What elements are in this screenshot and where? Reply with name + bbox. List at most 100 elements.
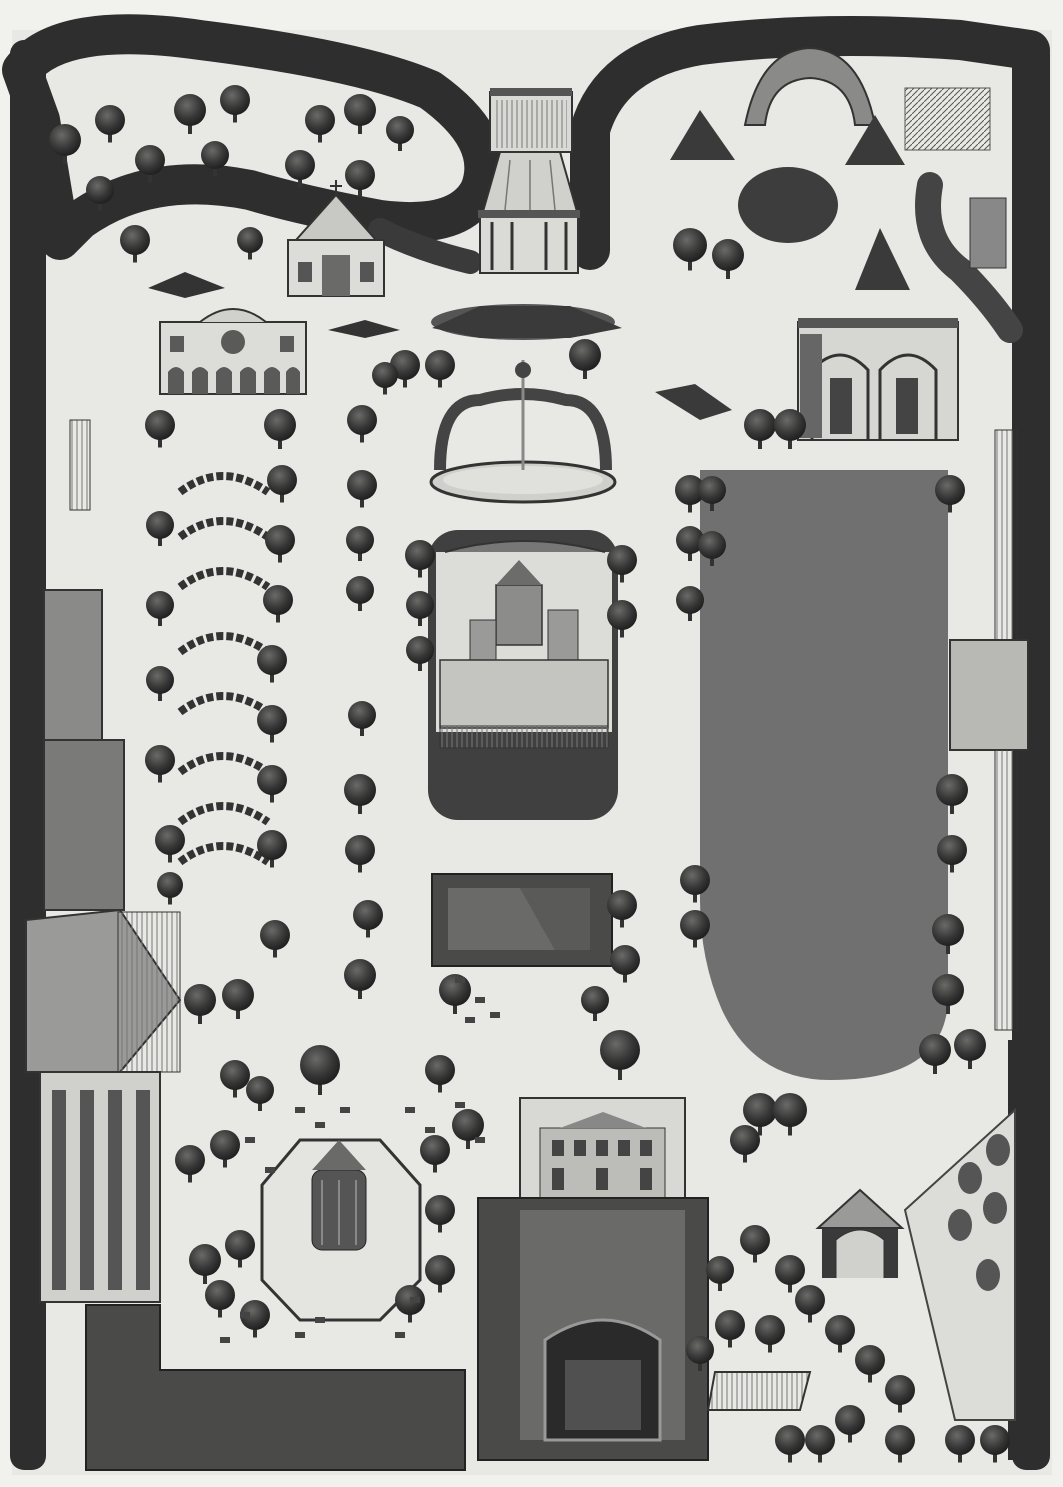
tree bbox=[775, 1425, 805, 1463]
tree bbox=[715, 1310, 745, 1348]
arcaded-pavilion bbox=[159, 308, 307, 395]
cafe-table bbox=[340, 1107, 350, 1113]
cafe-table bbox=[245, 1137, 255, 1143]
tree bbox=[157, 872, 183, 905]
tree bbox=[265, 525, 295, 563]
tree bbox=[855, 1345, 885, 1383]
tree bbox=[932, 974, 964, 1014]
tree bbox=[406, 591, 434, 626]
tree bbox=[146, 591, 174, 626]
great-lawn bbox=[700, 470, 948, 1080]
tree bbox=[257, 830, 287, 868]
central-theatre bbox=[428, 530, 618, 820]
tree bbox=[220, 85, 250, 123]
tree bbox=[348, 701, 376, 736]
tree bbox=[257, 705, 287, 743]
cafe-table bbox=[490, 1012, 500, 1018]
tree bbox=[698, 531, 726, 566]
tree bbox=[680, 865, 710, 903]
tree bbox=[146, 666, 174, 701]
belvedere-pavilion bbox=[478, 88, 580, 274]
tree bbox=[205, 1280, 235, 1318]
tree bbox=[755, 1315, 785, 1353]
tree bbox=[95, 105, 125, 143]
small-chapel bbox=[287, 180, 385, 297]
tree bbox=[607, 545, 637, 583]
west-arcade-building bbox=[25, 419, 466, 1471]
gothic-gazebo bbox=[815, 1188, 905, 1278]
tree bbox=[607, 890, 637, 928]
tree bbox=[146, 511, 174, 546]
tree bbox=[795, 1285, 825, 1323]
cafe-table bbox=[315, 1122, 325, 1128]
tree bbox=[698, 476, 726, 511]
tree bbox=[937, 835, 967, 873]
tree bbox=[730, 1125, 760, 1163]
tree bbox=[425, 1255, 455, 1293]
trellis-arch bbox=[177, 752, 271, 776]
rotunda-building bbox=[797, 318, 959, 441]
flower-beds bbox=[148, 87, 1007, 420]
tree bbox=[372, 362, 398, 395]
tree bbox=[345, 160, 375, 198]
tree bbox=[673, 228, 707, 271]
tree bbox=[980, 1425, 1010, 1463]
long-shed bbox=[706, 1371, 812, 1411]
cafe-table bbox=[465, 1017, 475, 1023]
octagonal-kiosk bbox=[260, 1138, 422, 1322]
trellis-arch bbox=[177, 842, 271, 866]
tree bbox=[945, 1425, 975, 1463]
tree bbox=[885, 1375, 915, 1413]
east-terrace-buildings bbox=[949, 429, 1029, 1031]
tree bbox=[744, 409, 776, 449]
tree bbox=[344, 774, 376, 814]
cafe-table bbox=[295, 1107, 305, 1113]
tree bbox=[120, 225, 150, 263]
tree bbox=[305, 105, 335, 143]
cafe-table bbox=[315, 1317, 325, 1323]
tree bbox=[222, 979, 254, 1019]
cafe-tables bbox=[220, 977, 500, 1343]
trellis-arch bbox=[177, 632, 271, 656]
tree bbox=[610, 945, 640, 983]
tree bbox=[344, 94, 376, 134]
tree bbox=[347, 405, 377, 443]
villa-house bbox=[519, 1097, 686, 1199]
tree bbox=[155, 825, 185, 863]
tree bbox=[175, 1145, 205, 1183]
cafe-table bbox=[220, 1337, 230, 1343]
tree bbox=[225, 1230, 255, 1268]
tree bbox=[706, 1256, 734, 1291]
cafe-table bbox=[395, 1332, 405, 1338]
tree bbox=[885, 1425, 915, 1463]
tree bbox=[600, 1030, 640, 1080]
tree bbox=[406, 636, 434, 671]
tree bbox=[936, 774, 968, 814]
tree bbox=[935, 475, 965, 513]
tree bbox=[743, 1093, 777, 1136]
tree bbox=[932, 914, 964, 954]
tree bbox=[569, 339, 601, 379]
tree bbox=[264, 409, 296, 449]
tree bbox=[347, 470, 377, 508]
tree bbox=[300, 1045, 340, 1095]
tree bbox=[346, 526, 374, 561]
cafe-table bbox=[295, 1332, 305, 1338]
tree bbox=[345, 835, 375, 873]
tree bbox=[267, 465, 297, 503]
trellis-arch bbox=[177, 802, 271, 826]
tree bbox=[425, 1195, 455, 1233]
tree bbox=[712, 239, 744, 279]
tree bbox=[189, 1244, 221, 1284]
tree bbox=[680, 910, 710, 948]
tree bbox=[220, 1060, 250, 1098]
tree bbox=[775, 1255, 805, 1293]
tree bbox=[49, 124, 81, 164]
tree bbox=[835, 1405, 865, 1443]
tree bbox=[774, 409, 806, 449]
tree bbox=[145, 410, 175, 448]
tree bbox=[607, 600, 637, 638]
tree bbox=[405, 540, 435, 578]
cafe-table bbox=[240, 1312, 250, 1318]
